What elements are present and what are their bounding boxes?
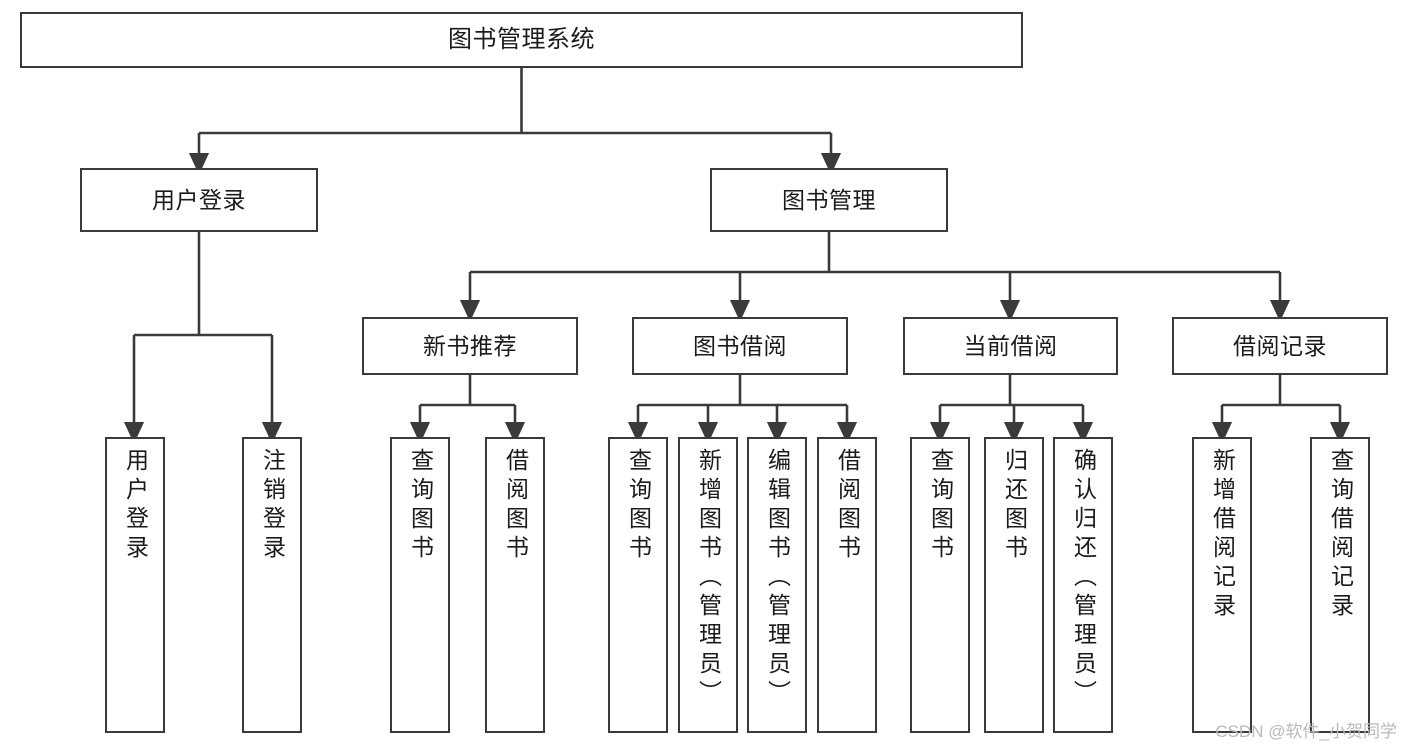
node-current-borrow[interactable]: 当前借阅 bbox=[903, 317, 1118, 375]
node-new-book-recommend[interactable]: 新书推荐 bbox=[362, 317, 578, 375]
leaf-borrow-book-label: 借阅图书 bbox=[834, 448, 861, 564]
leaf-borrow-book-recommend[interactable]: 借阅图书 bbox=[485, 437, 545, 733]
leaf-user-login-label: 用户登录 bbox=[122, 448, 149, 564]
node-new-book-recommend-label: 新书推荐 bbox=[423, 332, 517, 359]
leaf-user-login[interactable]: 用户登录 bbox=[105, 437, 165, 733]
leaf-query-book-recommend-label: 查询图书 bbox=[407, 448, 434, 564]
node-book-borrow-label: 图书借阅 bbox=[693, 332, 787, 359]
node-user-login-label: 用户登录 bbox=[152, 186, 246, 213]
node-root-label: 图书管理系统 bbox=[448, 26, 595, 54]
node-book-management[interactable]: 图书管理 bbox=[710, 168, 948, 232]
leaf-add-book-admin[interactable]: 新增图书（管理员） bbox=[678, 437, 738, 733]
leaf-edit-book-admin[interactable]: 编辑图书（管理员） bbox=[747, 437, 807, 733]
node-root[interactable]: 图书管理系统 bbox=[20, 12, 1023, 68]
leaf-borrow-book[interactable]: 借阅图书 bbox=[817, 437, 877, 733]
leaf-add-borrow-record[interactable]: 新增借阅记录 bbox=[1192, 437, 1252, 733]
watermark: CSDN @软件_小贺同学 bbox=[1215, 722, 1397, 741]
leaf-query-borrow-record-label: 查询借阅记录 bbox=[1327, 448, 1354, 622]
node-borrow-record[interactable]: 借阅记录 bbox=[1172, 317, 1388, 375]
leaf-query-book-borrow-label: 查询图书 bbox=[625, 448, 652, 564]
leaf-query-book-current[interactable]: 查询图书 bbox=[910, 437, 970, 733]
node-user-login[interactable]: 用户登录 bbox=[80, 168, 318, 232]
leaf-logout-label: 注销登录 bbox=[259, 448, 286, 564]
leaf-add-borrow-record-label: 新增借阅记录 bbox=[1209, 448, 1236, 622]
leaf-confirm-return-admin[interactable]: 确认归还（管理员） bbox=[1053, 437, 1113, 733]
leaf-return-book-label: 归还图书 bbox=[1001, 448, 1028, 564]
leaf-logout[interactable]: 注销登录 bbox=[242, 437, 302, 733]
leaf-borrow-book-recommend-label: 借阅图书 bbox=[502, 448, 529, 564]
leaf-query-book-current-label: 查询图书 bbox=[927, 448, 954, 564]
node-current-borrow-label: 当前借阅 bbox=[963, 332, 1058, 359]
node-book-management-label: 图书管理 bbox=[782, 186, 876, 213]
leaf-query-book-borrow[interactable]: 查询图书 bbox=[608, 437, 668, 733]
node-book-borrow[interactable]: 图书借阅 bbox=[632, 317, 848, 375]
leaf-return-book[interactable]: 归还图书 bbox=[984, 437, 1044, 733]
leaf-add-book-admin-label: 新增图书（管理员） bbox=[695, 448, 722, 709]
node-borrow-record-label: 借阅记录 bbox=[1233, 332, 1327, 359]
leaf-query-book-recommend[interactable]: 查询图书 bbox=[390, 437, 450, 733]
leaf-query-borrow-record[interactable]: 查询借阅记录 bbox=[1310, 437, 1370, 733]
leaf-edit-book-admin-label: 编辑图书（管理员） bbox=[764, 448, 791, 709]
leaf-confirm-return-admin-label: 确认归还（管理员） bbox=[1070, 448, 1097, 709]
